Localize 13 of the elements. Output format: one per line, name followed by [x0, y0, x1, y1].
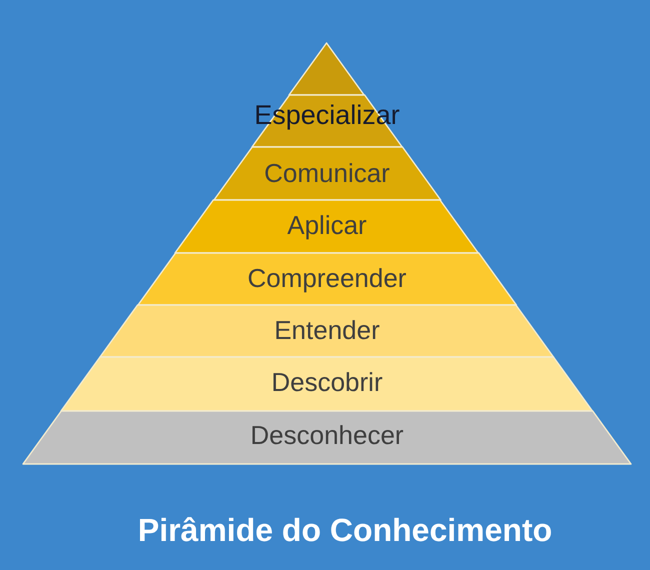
band-label: Entender — [274, 315, 380, 347]
pyramid-band — [61, 357, 593, 411]
pyramid-band — [214, 147, 440, 200]
pyramid-band — [23, 411, 631, 464]
pyramid-band — [175, 200, 479, 253]
band-label: Descobrir — [271, 367, 383, 399]
band-label: Compreender — [248, 263, 406, 295]
pyramid-band — [100, 305, 554, 357]
diagram-title: Pirâmide do Conhecimento — [138, 510, 552, 550]
pyramid-band — [138, 253, 516, 305]
band-label: Aplicar — [287, 210, 367, 242]
band-label: Comunicar — [264, 158, 390, 190]
band-label: Desconhecer — [250, 420, 404, 452]
